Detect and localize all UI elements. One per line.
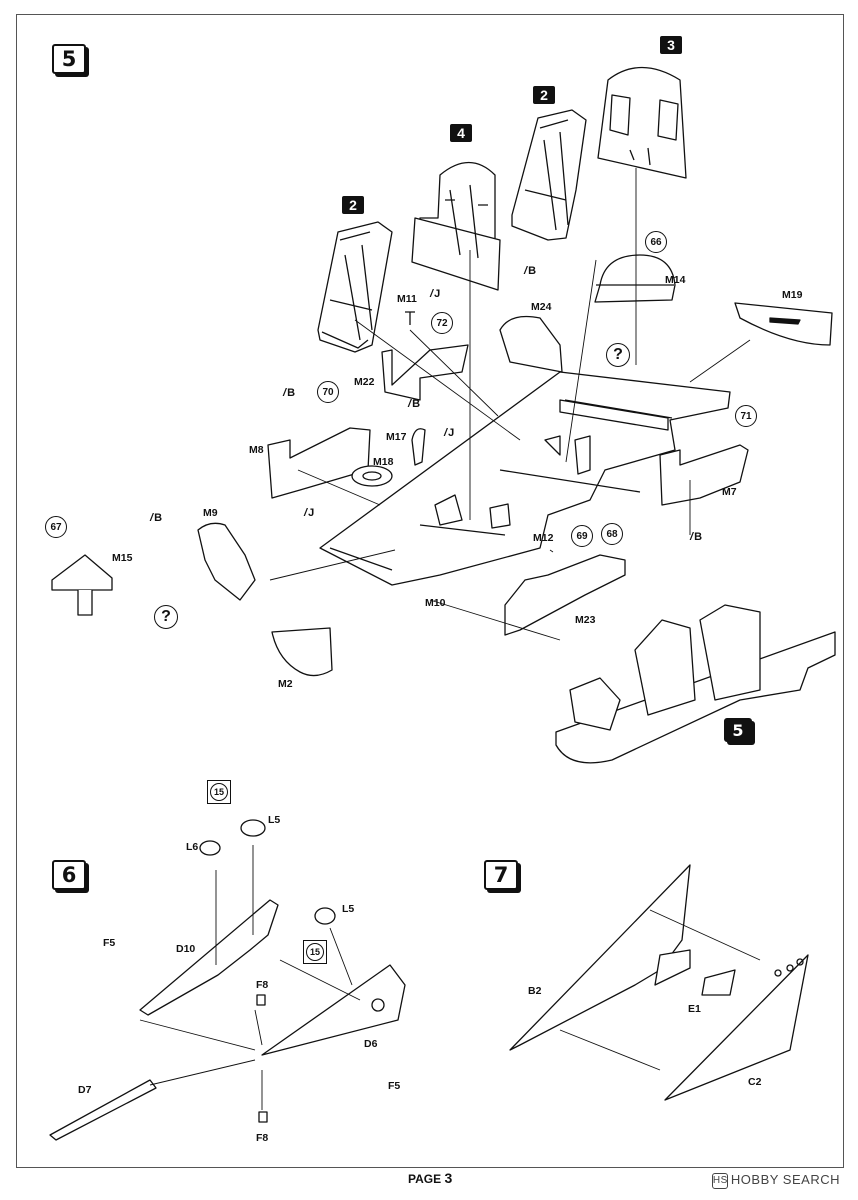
l5b-drawing xyxy=(314,907,336,925)
m9-drawing xyxy=(197,522,256,601)
paint-code-b-m8: /B xyxy=(283,387,296,399)
part-label-d7: D7 xyxy=(78,1084,92,1096)
m17-drawing xyxy=(411,428,426,466)
panel-right-drawing xyxy=(597,66,687,179)
part-label-m14: M14 xyxy=(665,274,686,286)
part-label-m17: M17 xyxy=(386,431,407,443)
part-label-m18: M18 xyxy=(373,456,394,468)
watermark-text: HOBBY SEARCH xyxy=(730,1172,840,1187)
page-label: PAGE xyxy=(408,1172,442,1186)
part-label-l5: L5 xyxy=(268,814,281,826)
decal-number-67: 67 xyxy=(45,516,67,538)
seat-left-drawing xyxy=(317,221,393,353)
part-label-m19: M19 xyxy=(782,289,803,301)
part-label-c2: C2 xyxy=(748,1076,762,1088)
d6-drawing xyxy=(261,964,406,1056)
part-label-m8: M8 xyxy=(249,444,264,456)
step-5-badge: 5 xyxy=(52,44,86,74)
m18-drawing xyxy=(351,465,393,487)
page-number: 3 xyxy=(444,1170,453,1186)
panel-mid-drawing xyxy=(411,162,501,291)
part-label-l5-second: L5 xyxy=(342,903,355,915)
d7-drawing xyxy=(49,1079,157,1141)
m22-drawing xyxy=(381,344,469,401)
part-label-m24: M24 xyxy=(531,301,552,313)
part-label-m10: M10 xyxy=(425,597,446,609)
part-label-m11: M11 xyxy=(397,293,417,305)
watermark-logo-icon: HS xyxy=(711,1172,728,1189)
assembled-callout-5: 5 xyxy=(724,718,752,742)
decal-number-15-boxed-second: 15 xyxy=(303,940,327,964)
step-7-badge: 7 xyxy=(484,860,518,890)
part-label-m12: M12 xyxy=(533,532,554,544)
decal-number-71: 71 xyxy=(735,405,757,427)
part-label-m15: M15 xyxy=(112,552,133,564)
seat-left-badge: 2 xyxy=(342,196,364,214)
m2-drawing xyxy=(271,627,333,677)
part-label-l6: L6 xyxy=(186,841,199,853)
m8-drawing xyxy=(267,427,371,499)
part-label-m23: M23 xyxy=(575,614,596,626)
assembled-cockpit-drawing xyxy=(555,631,836,764)
decal-number-70: 70 xyxy=(317,381,339,403)
m24-drawing xyxy=(499,315,563,373)
part-label-f8-second: F8 xyxy=(256,1132,269,1144)
part-label-m7: M7 xyxy=(722,486,737,498)
decal-number-68: 68 xyxy=(601,523,623,545)
part-label-m22: M22 xyxy=(354,376,375,388)
m19-drawing xyxy=(734,302,833,346)
option-question-mark-m15-m9: ? xyxy=(154,605,178,629)
m11-drawing xyxy=(405,311,415,325)
d10-drawing xyxy=(139,899,279,1016)
c2-rudder-drawing xyxy=(664,954,809,1101)
paint-code-j-m11: /J xyxy=(430,288,441,300)
panel-mid-badge: 4 xyxy=(450,124,472,142)
m15-drawing xyxy=(51,554,113,591)
panel-right-badge: 3 xyxy=(660,36,682,54)
m14-drawing xyxy=(594,254,676,303)
paint-code-j-m17: /J xyxy=(444,427,455,439)
paint-code-j-m18: /J xyxy=(304,507,315,519)
paint-code-b-m9: /B xyxy=(150,512,163,524)
paint-code-b-m24: /B xyxy=(524,265,537,277)
l5-drawing xyxy=(240,819,266,837)
paint-code-b-m22: /B xyxy=(408,398,421,410)
decal-number-72: 72 xyxy=(431,312,453,334)
step-6-badge: 6 xyxy=(52,860,86,890)
decal-number-15-boxed: 15 xyxy=(207,780,231,804)
page-frame xyxy=(16,14,844,1168)
e1-drawing xyxy=(701,969,736,996)
part-label-f5-second: F5 xyxy=(388,1080,401,1092)
decal-number-69: 69 xyxy=(571,525,593,547)
l6-drawing xyxy=(199,840,221,856)
decal-number-66: 66 xyxy=(645,231,667,253)
m10-floor-drawing xyxy=(319,371,731,586)
option-question-mark-m14-m24: ? xyxy=(606,343,630,367)
part-label-f8: F8 xyxy=(256,979,269,991)
part-label-b2: B2 xyxy=(528,985,542,997)
m23-drawing xyxy=(504,554,626,636)
part-label-m9: M9 xyxy=(203,507,218,519)
part-label-d10: D10 xyxy=(176,943,196,955)
seat-right-badge: 2 xyxy=(533,86,555,104)
paint-code-b-m12: /B xyxy=(690,531,703,543)
part-label-e1: E1 xyxy=(688,1003,701,1015)
page-footer: PAGE 3 xyxy=(408,1170,452,1186)
part-label-m2: M2 xyxy=(278,678,293,690)
seat-right-drawing xyxy=(511,109,587,241)
part-label-f5: F5 xyxy=(103,937,116,949)
m7-drawing xyxy=(659,444,749,506)
part-label-d6: D6 xyxy=(364,1038,378,1050)
